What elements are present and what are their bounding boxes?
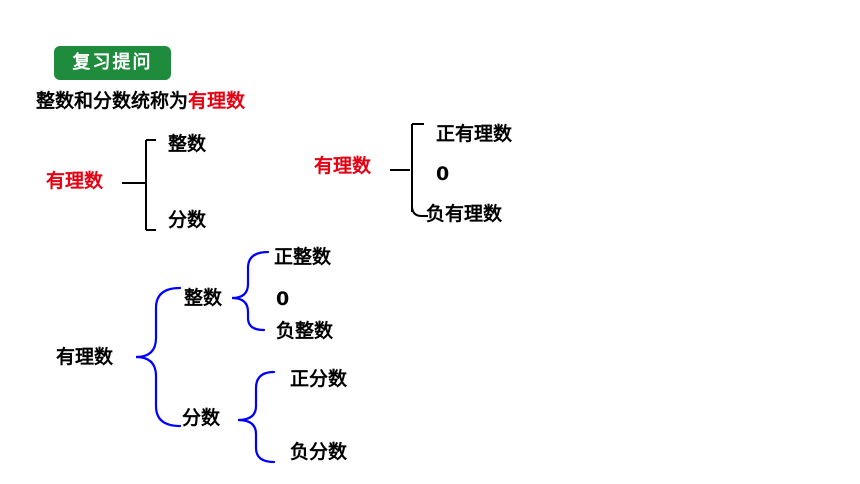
diagram-a-brace xyxy=(122,139,156,231)
diagram-a-root: 有理数 xyxy=(46,170,104,192)
diagram-c-negative-fraction: 负分数 xyxy=(290,441,348,463)
integer-brace xyxy=(231,250,270,332)
diagram-c-zero: 0 xyxy=(276,288,290,310)
diagram-a-integer: 整数 xyxy=(168,133,207,155)
diagram-a-fraction: 分数 xyxy=(168,209,207,231)
review-question-badge: 复习提问 xyxy=(54,46,171,80)
diagram-c-positive-integer: 正整数 xyxy=(274,246,332,268)
diagram-b-brace xyxy=(390,123,428,217)
fraction-brace xyxy=(237,370,276,464)
diagram-c-positive-fraction: 正分数 xyxy=(290,368,348,390)
diagram-b-negative: 负有理数 xyxy=(426,203,503,225)
root-brace xyxy=(135,286,182,428)
intro-sentence: 整数和分数统称为有理数 xyxy=(36,92,245,111)
diagram-c-root: 有理数 xyxy=(56,346,114,368)
diagram-c-fraction: 分数 xyxy=(182,407,221,429)
diagram-c-braces xyxy=(135,250,276,464)
intro-highlight: 有理数 xyxy=(188,90,246,112)
diagram-b-root: 有理数 xyxy=(314,155,372,177)
diagram-c-integer: 整数 xyxy=(184,287,223,309)
intro-prefix: 整数和分数统称为 xyxy=(36,90,189,112)
diagram-c-negative-integer: 负整数 xyxy=(276,320,334,342)
diagram-b-zero: 0 xyxy=(436,163,450,185)
diagram-b-positive: 正有理数 xyxy=(436,123,513,145)
